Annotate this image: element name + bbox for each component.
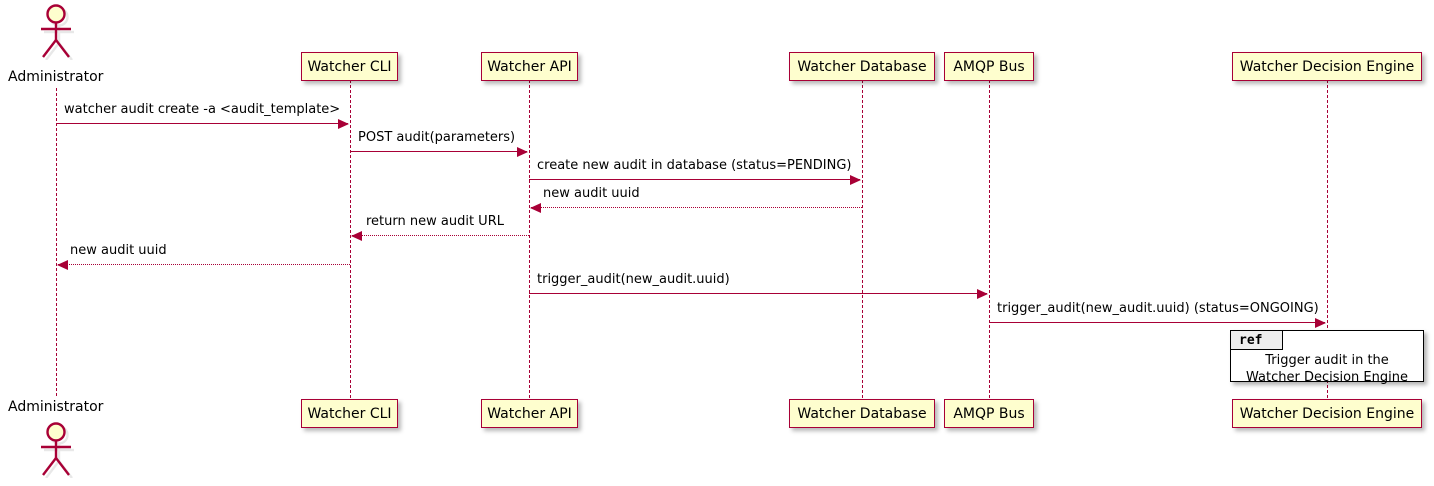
message-line-msg-4 bbox=[531, 207, 862, 208]
participant-amqp-bus-footer[interactable]: AMQP Bus bbox=[944, 399, 1034, 428]
message-label-msg-1: watcher audit create -a <audit_template> bbox=[64, 102, 341, 117]
arrow-head-icon-msg-1 bbox=[338, 119, 349, 129]
actor-administrator-footer-label: Administrator bbox=[8, 399, 104, 415]
fragment-body-line: Trigger audit in the bbox=[1265, 353, 1389, 368]
message-line-msg-8 bbox=[989, 322, 1325, 323]
arrow-head-icon-msg-3 bbox=[850, 175, 861, 185]
message-line-msg-6 bbox=[58, 264, 350, 265]
arrow-head-icon-msg-5 bbox=[351, 231, 362, 241]
participant-watcher-api-footer[interactable]: Watcher API bbox=[481, 399, 578, 428]
message-line-msg-2 bbox=[350, 151, 527, 152]
arrow-head-icon-msg-4 bbox=[530, 203, 541, 213]
arrow-head-icon-msg-6 bbox=[57, 260, 68, 270]
message-label-msg-4: new audit uuid bbox=[543, 186, 640, 201]
lifeline-watcher-database bbox=[862, 80, 863, 398]
arrow-head-icon-msg-7 bbox=[977, 289, 988, 299]
participant-watcher-decision-engine[interactable]: Watcher Decision Engine bbox=[1232, 52, 1422, 81]
message-label-msg-6: new audit uuid bbox=[70, 243, 167, 258]
actor-administrator-label: Administrator bbox=[8, 69, 104, 85]
participant-watcher-cli-footer[interactable]: Watcher CLI bbox=[301, 399, 398, 428]
participant-watcher-database[interactable]: Watcher Database bbox=[789, 52, 935, 81]
participant-watcher-decision-engine-footer[interactable]: Watcher Decision Engine bbox=[1232, 399, 1422, 428]
message-line-msg-7 bbox=[529, 293, 987, 294]
lifeline-watcher-api bbox=[529, 80, 530, 398]
arrow-head-icon-msg-8 bbox=[1315, 318, 1326, 328]
lifeline-amqp-bus bbox=[989, 80, 990, 398]
message-line-msg-5 bbox=[352, 235, 529, 236]
participant-watcher-api[interactable]: Watcher API bbox=[481, 52, 578, 81]
message-label-msg-3: create new audit in database (status=PEN… bbox=[537, 158, 852, 173]
message-label-msg-5: return new audit URL bbox=[366, 214, 504, 229]
message-line-msg-3 bbox=[529, 179, 860, 180]
arrow-head-icon-msg-2 bbox=[517, 147, 528, 157]
fragment-operator-label: ref bbox=[1231, 331, 1283, 350]
message-label-msg-7: trigger_audit(new_audit.uuid) bbox=[537, 272, 730, 287]
actor-administrator-figure bbox=[35, 4, 77, 64]
participant-watcher-cli[interactable]: Watcher CLI bbox=[301, 52, 398, 81]
message-label-msg-2: POST audit(parameters) bbox=[358, 130, 516, 145]
fragment-body-line: Watcher Decision Engine bbox=[1246, 370, 1408, 385]
lifeline-administrator bbox=[56, 88, 57, 396]
lifeline-watcher-cli bbox=[350, 80, 351, 398]
actor-administrator-footer-figure bbox=[35, 422, 77, 482]
message-line-msg-1 bbox=[56, 123, 348, 124]
participant-watcher-database-footer[interactable]: Watcher Database bbox=[789, 399, 935, 428]
participant-amqp-bus[interactable]: AMQP Bus bbox=[944, 52, 1034, 81]
message-label-msg-8: trigger_audit(new_audit.uuid) (status=ON… bbox=[997, 301, 1319, 316]
lifeline-watcher-decision-engine bbox=[1327, 80, 1328, 398]
